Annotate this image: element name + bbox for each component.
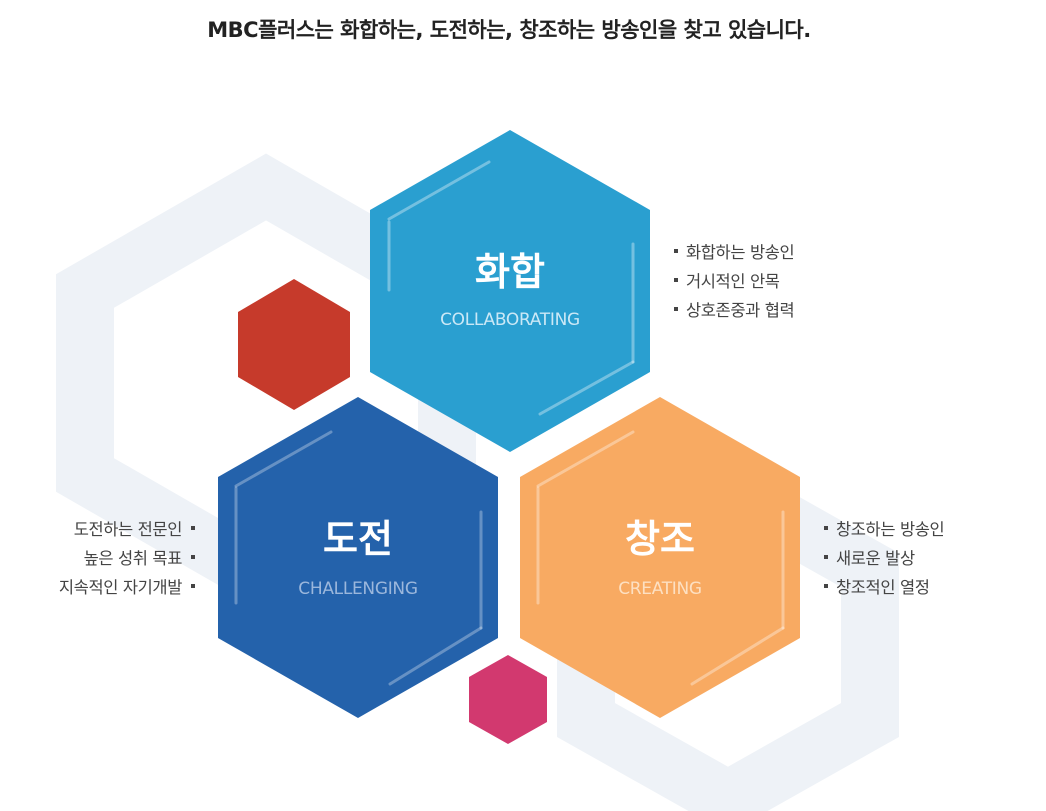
hexagon-creating-title: 창조 [625, 517, 695, 561]
hexagon-challenging-shape [218, 397, 498, 718]
collaborating-list: 화합하는 방송인 거시적인 안목 상호존중과 협력 [674, 243, 795, 320]
hexagon-challenging: 도전 CHALLENGING [218, 397, 498, 718]
challenging-list: 도전하는 전문인 높은 성취 목표 지속적인 자기개발 [59, 520, 195, 597]
hexagon-collaborating-highlight-top [387, 160, 491, 221]
creating-bullet-1 [824, 526, 828, 530]
hexagon-challenging-highlight-bottom [388, 626, 483, 686]
page-headline: MBC플러스는 화합하는, 도전하는, 창조하는 방송인을 찾고 있습니다. [207, 18, 811, 42]
hexagon-collaborating-shape [370, 130, 650, 452]
collaborating-bullet-3 [674, 307, 678, 311]
hexagon-challenging-highlight-top [234, 430, 333, 488]
challenging-bullet-1 [191, 526, 195, 530]
creating-item-2: 새로운 발상 [836, 549, 915, 568]
accent-hexagon-red [238, 279, 350, 410]
hexagon-collaborating-subtitle: COLLABORATING [440, 310, 580, 330]
accent-hexagon-pink [469, 655, 547, 744]
hexagon-collaborating-title: 화합 [475, 250, 545, 294]
collaborating-item-3: 상호존중과 협력 [686, 301, 794, 320]
hexagon-creating-highlight-top [536, 430, 635, 488]
challenging-item-1: 도전하는 전문인 [74, 520, 182, 539]
creating-list: 창조하는 방송인 새로운 발상 창조적인 열정 [824, 520, 945, 597]
hexagon-challenging-title: 도전 [323, 517, 393, 561]
creating-bullet-2 [824, 555, 828, 559]
creating-bullet-3 [824, 584, 828, 588]
challenging-item-3: 지속적인 자기개발 [59, 578, 182, 597]
collaborating-item-1: 화합하는 방송인 [686, 243, 794, 262]
creating-item-1: 창조하는 방송인 [836, 520, 944, 539]
hexagon-challenging-subtitle: CHALLENGING [298, 579, 417, 599]
challenging-bullet-3 [191, 584, 195, 588]
hexagon-creating-subtitle: CREATING [618, 579, 702, 599]
challenging-item-2: 높은 성취 목표 [84, 549, 183, 568]
hexagon-collaborating-highlight-bottom [538, 360, 635, 416]
hexagon-creating-highlight-bottom [690, 626, 785, 686]
hexagon-creating: 창조 CREATING [520, 397, 800, 718]
challenging-bullet-2 [191, 555, 195, 559]
collaborating-item-2: 거시적인 안목 [686, 272, 780, 291]
hexagon-creating-shape [520, 397, 800, 718]
collaborating-bullet-2 [674, 278, 678, 282]
hexagon-collaborating: 화합 COLLABORATING [370, 130, 650, 452]
creating-item-3: 창조적인 열정 [836, 578, 930, 597]
collaborating-bullet-1 [674, 249, 678, 253]
